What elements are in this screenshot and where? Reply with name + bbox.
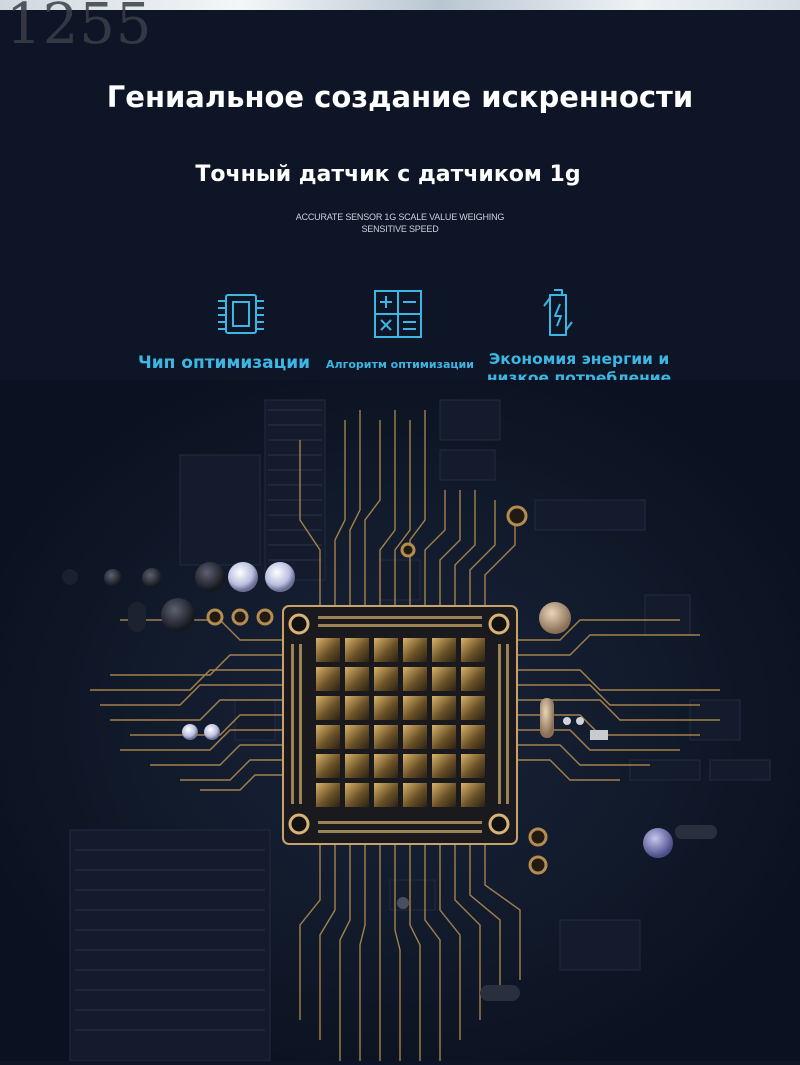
chip-icon <box>214 289 268 339</box>
processor-chip <box>282 605 518 845</box>
feature-label-algorithm: Алгоритм оптимизации <box>326 358 474 371</box>
english-caption: ACCURATE SENSOR 1G SCALE VALUE WEIGHING … <box>0 211 800 235</box>
watermark-number: 1255 <box>6 0 153 57</box>
caption-line-1: ACCURATE SENSOR 1G SCALE VALUE WEIGHING <box>295 212 505 222</box>
top-image-strip <box>0 0 800 10</box>
page-title: Гениальное создание искренности <box>106 80 694 114</box>
battery-charge-icon <box>536 286 580 342</box>
feature-label-energy-line-1: Экономия энергии и <box>488 350 670 368</box>
circuit-board-illustration <box>0 380 800 1062</box>
calculator-icon <box>372 289 424 339</box>
page-subtitle: Точный датчик с датчиком 1g <box>195 162 581 187</box>
feature-label-chip: Чип оптимизации <box>137 353 311 373</box>
caption-line-2: SENSITIVE SPEED <box>361 224 439 234</box>
